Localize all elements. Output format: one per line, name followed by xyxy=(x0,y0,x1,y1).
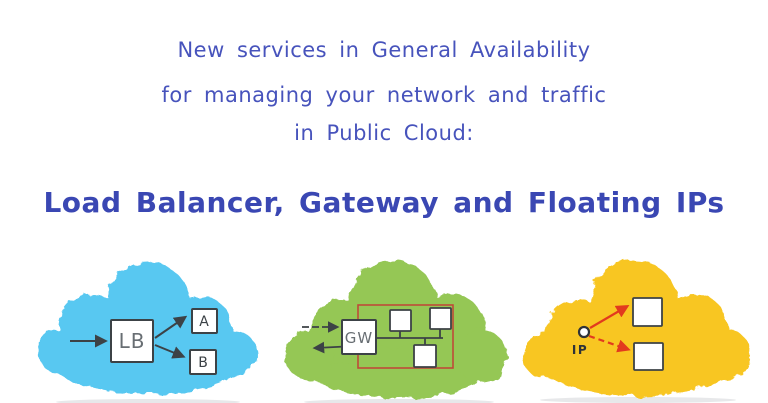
server-a-box xyxy=(191,308,218,334)
lb-box xyxy=(110,319,154,363)
node-box-bottom xyxy=(413,344,437,368)
server-a-label: A xyxy=(199,314,209,330)
intro-line-1: New services in General Availability xyxy=(177,38,591,62)
headline: Load Balancer, Gateway and Floating IPs xyxy=(43,186,725,219)
cloud-ground-shadow xyxy=(304,399,494,403)
gateway-cloud: GW xyxy=(285,260,507,403)
cloud-ground-shadow xyxy=(540,397,736,403)
ip-label: IP xyxy=(572,343,588,357)
floating-ip-arrows xyxy=(588,305,631,353)
node-box-top-middle xyxy=(389,309,412,332)
load-balancer-cloud: LB A B xyxy=(38,262,257,403)
lb-label: LB xyxy=(119,329,146,353)
gw-label: GW xyxy=(345,329,373,347)
ip-endpoint-dot xyxy=(577,325,591,339)
instance-box-top xyxy=(632,297,663,327)
ip-standby-arrow xyxy=(588,334,631,353)
floating-ip-cloud: IP xyxy=(523,260,750,403)
lb-to-b-arrow xyxy=(154,344,186,359)
lb-to-a-arrow xyxy=(154,315,188,339)
server-b-box xyxy=(189,349,217,375)
gw-box xyxy=(341,319,377,355)
lb-diagram xyxy=(70,315,188,359)
instance-box-bottom xyxy=(633,342,664,371)
node-box-top-right xyxy=(429,307,452,330)
intro-line-3: in Public Cloud: xyxy=(294,121,474,145)
intro-line-2: for managing your network and traffic xyxy=(161,83,607,107)
server-b-label: B xyxy=(198,355,208,371)
cloud-ground-shadow xyxy=(56,399,240,403)
cloud-shape-yellow xyxy=(523,260,750,396)
ip-active-arrow xyxy=(589,305,630,329)
